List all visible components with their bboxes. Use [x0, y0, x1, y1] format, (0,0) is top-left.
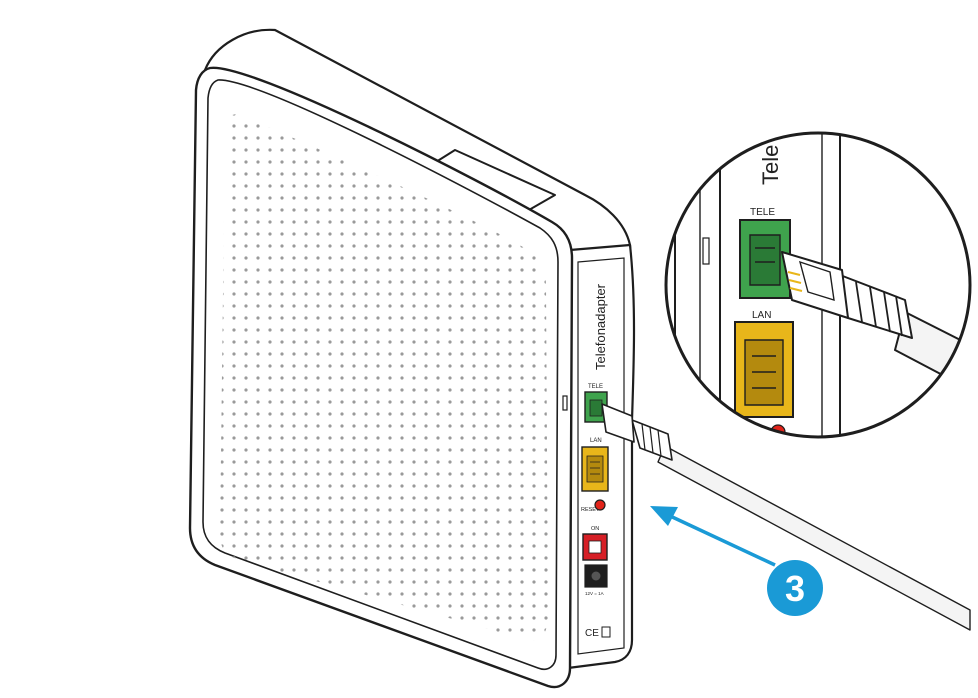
zoom-led-slot — [702, 237, 710, 265]
cable-plug-device — [601, 403, 971, 631]
zoom-plug-head — [781, 251, 849, 319]
reset-label: RESET — [581, 507, 600, 513]
zoom-lan-label: LAN — [752, 310, 771, 321]
router-front-rim — [202, 79, 559, 671]
zoom-tele-label: TELE — [750, 207, 775, 218]
power-jack-hole — [591, 571, 601, 581]
cable-boot-ribs — [641, 423, 662, 457]
weee-mark — [601, 626, 611, 638]
zoom-plug-contacts — [787, 271, 803, 292]
zoom-detail: Tele TELE LAN — [664, 131, 972, 439]
zoom-boot-ribs — [855, 281, 903, 337]
zoom-frame — [664, 131, 972, 439]
lan-port-inner — [586, 455, 604, 483]
zoom-tele-port-inner — [749, 234, 781, 286]
power-switch-rocker — [588, 540, 602, 554]
side-panel-inner — [577, 257, 625, 655]
tele-port-label: TELE — [588, 384, 603, 390]
cable — [657, 445, 971, 631]
zoom-side-label: Tele — [758, 145, 783, 185]
router-device: Telefonadapter TELE LAN RESET ON 12V = 1… — [188, 28, 636, 689]
reset-button — [594, 499, 606, 511]
step-number: 3 — [785, 568, 805, 609]
on-label: ON — [591, 526, 599, 532]
lan-port-label: LAN — [590, 438, 602, 444]
device-side-label: Telefonadapter — [593, 283, 608, 370]
front-led-slot — [562, 395, 568, 411]
insert-arrow — [650, 506, 776, 567]
zoom-lan-port-inner — [744, 339, 784, 406]
cert-marks: CE — [585, 628, 599, 639]
zoom-plug-clip — [798, 260, 835, 301]
plug-head — [601, 403, 635, 443]
power-label: 12V = 1A — [585, 591, 604, 596]
tele-port-inner — [589, 399, 603, 417]
step-badge: 3 — [767, 560, 823, 616]
